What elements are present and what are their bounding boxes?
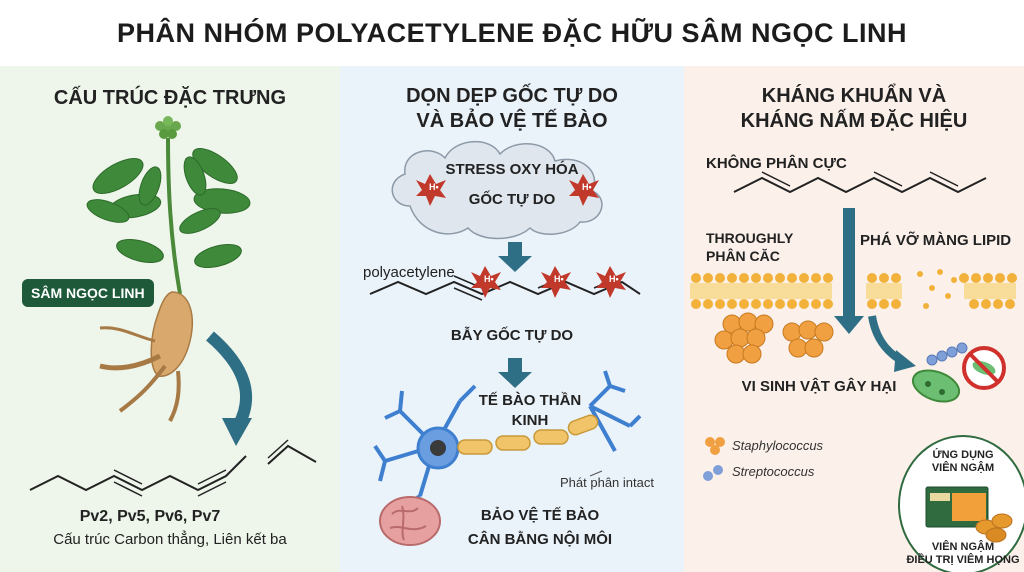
berry-cluster-icon — [155, 116, 181, 139]
trap-label: BẪY GỐC TỰ DO — [450, 327, 574, 344]
leaf-icon — [86, 148, 251, 268]
legend-staphylococcus-label: Staphylococcus — [732, 438, 824, 453]
intact-label: Phát phân intact — [560, 475, 654, 490]
radical-icon — [416, 174, 599, 206]
lipid-bilayer — [690, 269, 1017, 309]
antioxidant-heading-2: VÀ BẢO VỆ TẾ BÀO — [416, 110, 608, 132]
inset-top-line-2: VIÊN NGẬM — [931, 462, 995, 474]
polar-label-2: PHÂN CĂC — [706, 248, 780, 264]
radical-symbol-chain-2: H• — [554, 274, 564, 284]
radical-symbol-chain-3: H• — [609, 274, 619, 284]
radical-symbol-cloud-right: H• — [582, 182, 592, 192]
nonpolar-label: KHÔNG PHÂN CỰC — [706, 155, 847, 172]
nonpolar-chain — [733, 176, 987, 194]
ginseng-badge: SÂM NGỌC LINH — [22, 279, 154, 307]
lozenge-package-icon — [925, 486, 1013, 543]
prohibited-icon — [962, 346, 1006, 390]
legend-staph-icon — [705, 437, 725, 455]
protect-label-2: CÂN BẰNG NỘI MÔI — [467, 531, 613, 548]
ginseng-illustration — [29, 116, 317, 497]
polyacetylene-molecule — [29, 455, 247, 492]
membrane-label: PHÁ VỠ MÀNG LIPID — [860, 232, 1012, 249]
neuron-label-2: KINH — [511, 412, 549, 429]
streptococcus-icon — [926, 342, 968, 366]
legend-streptococcus-label: Streptococcus — [732, 464, 815, 479]
antimicrobial-panel: KHÁNG KHUẨN VÀ KHÁNG NẤM ĐẶC HIỆU — [684, 66, 1024, 572]
antimicrobial-heading-2: KHÁNG NẤM ĐẶC HIỆU — [740, 110, 968, 132]
polyacetylene-chain — [369, 280, 641, 296]
polar-label-1: THROUGHLY — [706, 230, 794, 246]
legend-staphylococcus: Staphylococcus — [732, 438, 823, 453]
radical-symbol-cloud-left: H• — [429, 182, 439, 192]
inset-top-label: ỨNG DỤNG VIÊN NGẬM — [900, 449, 1024, 475]
protect-label-1: BẢO VỆ TẾ BÀO — [480, 507, 600, 524]
page-title: PHÂN NHÓM POLYACETYLENE ĐẶC HỮU SÂM NGỌC… — [117, 17, 907, 48]
antimicrobial-illustration — [690, 171, 1017, 481]
radical-symbol-chain-1: H• — [484, 274, 494, 284]
inset-bottom-label: VIÊN NGẬM ĐIỀU TRỊ VIÊM HỌNG — [900, 541, 1024, 567]
axon-myelin — [457, 414, 599, 455]
lozenge-inset: ỨNG DỤNG VIÊN NGẬM VIÊN NGẬM ĐIỀU TRỊ VI… — [898, 435, 1024, 572]
cloud-label-1: STRESS OXY HÓA — [445, 161, 579, 178]
microbe-label: VI SINH VẬT GÂY HẠI — [741, 378, 897, 395]
compound-list: Pv2, Pv5, Pv6, Pv7 — [79, 508, 221, 525]
antioxidant-panel: DỌN DẸP GỐC TỰ DO VÀ BẢO VỆ TẾ BÀO — [340, 66, 684, 572]
legend-streptococcus: Streptococcus — [732, 464, 814, 479]
bacterium-icon — [911, 369, 961, 403]
antioxidant-illustration — [369, 140, 642, 546]
structure-panel: CẤU TRÚC ĐẶC TRƯNG — [0, 66, 340, 572]
antioxidant-heading-1: DỌN DẸP GỐC TỰ DO — [406, 85, 618, 107]
brain-icon — [379, 496, 441, 546]
structure-heading: CẤU TRÚC ĐẶC TRƯNG — [53, 87, 287, 109]
legend-strep-icon — [703, 465, 723, 481]
arrow-icon — [206, 331, 252, 429]
structure-note: Cấu trúc Carbon thẳng, Liên kết ba — [53, 531, 287, 548]
staphylococcus-icon — [714, 312, 834, 364]
inset-bottom-line-1: VIÊN NGẬM — [931, 541, 995, 553]
inset-top-line-1: ỨNG DỤNG — [932, 449, 994, 461]
ginseng-root-icon — [99, 291, 193, 422]
antimicrobial-heading-1: KHÁNG KHUẨN VÀ — [761, 85, 947, 107]
cloud-icon — [391, 140, 603, 240]
cloud-label-2: GỐC TỰ DO — [468, 191, 556, 208]
polyacetylene-label: polyacetylene — [363, 264, 455, 281]
inset-bottom-line-2: ĐIỀU TRỊ VIÊM HỌNG — [906, 554, 1020, 566]
neuron-label-1: TẾ BÀO THẦN — [478, 392, 582, 409]
